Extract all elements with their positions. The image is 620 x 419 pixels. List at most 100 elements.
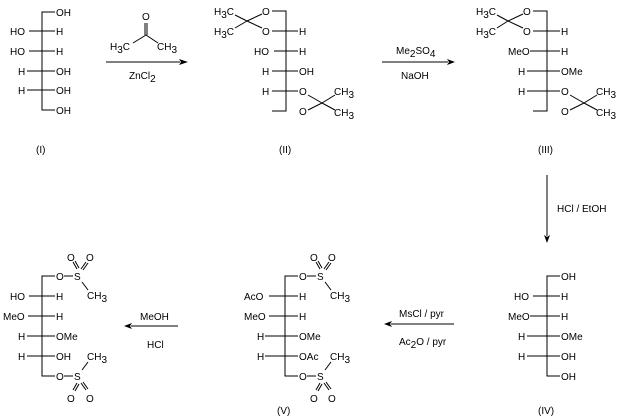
- atom-label: H: [18, 86, 25, 97]
- atom-label: O: [561, 107, 569, 118]
- atom-label: O: [299, 372, 307, 383]
- acetone-oxygen: O: [142, 12, 150, 23]
- atom-label: O: [86, 394, 94, 405]
- bond: [583, 102, 598, 111]
- atom-label: H: [561, 27, 568, 38]
- atom-label: MeO: [3, 312, 25, 323]
- atom-label: H: [561, 312, 568, 323]
- atom-label: HO: [254, 47, 269, 58]
- atom-label: OH: [56, 106, 71, 117]
- bond: [74, 383, 80, 392]
- atom-label: OMe: [299, 332, 321, 343]
- atom-label: OH: [561, 352, 576, 363]
- compound-IV: OH HO H MeO H H OMe H OH OH (IV): [508, 272, 583, 417]
- atom-label: S: [74, 272, 81, 283]
- reaction-arrow-2: Me2SO4 NaOH: [382, 46, 455, 82]
- compound-VI: O S O O CH3 HO H MeO H H OMe H OH O S O …: [3, 253, 107, 405]
- bond: [507, 20, 524, 29]
- atom-label: H: [299, 292, 306, 303]
- atom-label: H: [518, 352, 525, 363]
- bond: [234, 14, 248, 22]
- compound-label: (III): [538, 145, 553, 156]
- atom-label: O: [56, 272, 64, 283]
- bond: [81, 281, 89, 291]
- bond: [72, 261, 78, 270]
- atom-label: H: [18, 352, 25, 363]
- atom-label: OH: [561, 272, 576, 283]
- bond: [569, 102, 585, 111]
- atom-label: H3C: [214, 7, 234, 21]
- reaction-arrow-1: O H3C CH3 ZnCl2: [106, 12, 188, 85]
- atom-label: H: [18, 332, 25, 343]
- atom-label: O: [328, 253, 336, 264]
- atom-label: S: [317, 372, 324, 383]
- bond: [307, 94, 323, 104]
- atom-label: HO: [10, 292, 25, 303]
- compound-I: OH HO H HO H H OH H OH OH (I): [10, 8, 71, 156]
- atom-label: CH3: [330, 352, 350, 366]
- reagent-below: HCl: [147, 340, 164, 351]
- reagent-below: Ac2O / pyr: [399, 337, 447, 351]
- bond: [315, 382, 321, 391]
- compound-II: H3C H3C O O H HO H H OH H O O CH3 CH3 (I…: [214, 7, 354, 156]
- bond: [246, 20, 263, 29]
- atom-label: CH3: [596, 87, 616, 101]
- atom-label: CH3: [334, 108, 354, 122]
- atom-label: H: [262, 67, 269, 78]
- atom-label: MeO: [508, 47, 530, 58]
- atom-label: CH3: [87, 352, 107, 366]
- bond: [496, 14, 509, 22]
- reagent-above: MsCl / pyr: [399, 309, 445, 320]
- bond: [317, 260, 323, 269]
- atom-label: O: [67, 253, 75, 264]
- atom-label: O: [299, 272, 307, 283]
- compound-label: (II): [279, 145, 291, 156]
- atom-label: O: [310, 253, 318, 264]
- bond: [324, 361, 332, 371]
- atom-label: H: [518, 332, 525, 343]
- atom-label: H: [561, 292, 568, 303]
- atom-label: MeO: [244, 312, 266, 323]
- atom-label: O: [561, 87, 569, 98]
- reagent-below: ZnCl2: [129, 71, 156, 85]
- bond: [583, 94, 598, 104]
- atom-label: S: [317, 272, 324, 283]
- backbone: [41, 11, 55, 111]
- backbone: [546, 275, 560, 377]
- bond: [323, 382, 330, 391]
- backbone: [41, 275, 55, 377]
- reagent-side: HCl / EtOH: [557, 204, 606, 215]
- bond: [507, 13, 524, 22]
- atom-label: O: [310, 394, 318, 405]
- atom-label: CH3: [334, 87, 354, 101]
- atom-label: H: [257, 332, 264, 343]
- bond: [307, 102, 323, 111]
- atom-label: H: [257, 352, 264, 363]
- arrow-head: [179, 59, 188, 65]
- atom-label: OAc: [299, 352, 318, 363]
- atom-label: O: [328, 394, 336, 405]
- backbone: [533, 10, 548, 112]
- bond: [132, 34, 147, 44]
- arrow-head: [544, 235, 550, 243]
- atom-label: OMe: [561, 67, 583, 78]
- atom-label: O: [523, 27, 531, 38]
- bond: [321, 102, 336, 111]
- bond: [569, 94, 585, 104]
- atom-label: H: [56, 292, 63, 303]
- reagent-above: Me2SO4: [396, 46, 436, 60]
- atom-label: CH3: [596, 108, 616, 122]
- bond: [321, 94, 336, 104]
- backbone: [284, 275, 298, 377]
- bond: [317, 383, 323, 392]
- atom-label: HO: [514, 292, 529, 303]
- atom-label: H3C: [476, 7, 496, 21]
- bond: [324, 281, 332, 291]
- atom-label: OH: [56, 8, 71, 19]
- atom-label: OH: [56, 67, 71, 78]
- bond: [81, 361, 89, 371]
- bond: [315, 261, 321, 270]
- atom-label: HO: [10, 27, 25, 38]
- compound-label: (V): [277, 406, 290, 417]
